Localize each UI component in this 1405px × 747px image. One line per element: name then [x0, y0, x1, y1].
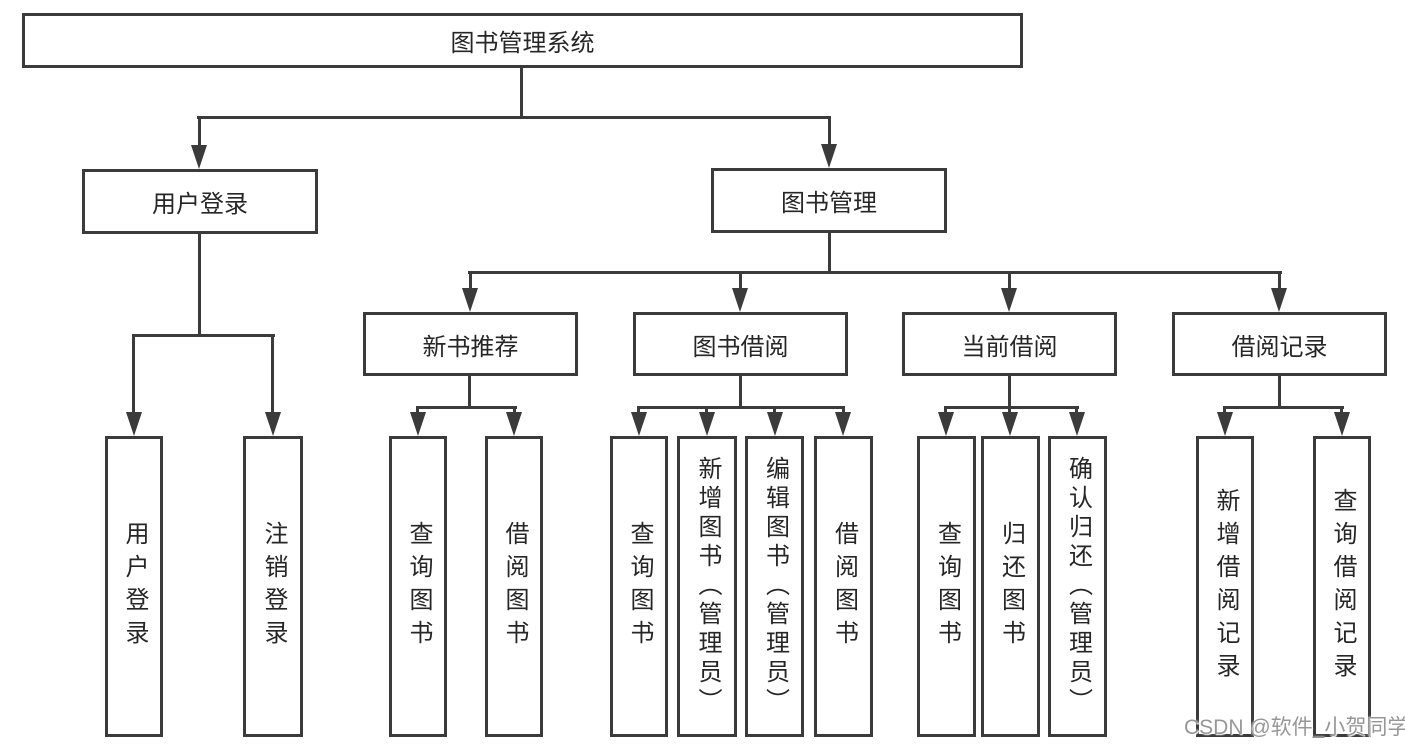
connector-drop-current-borrowing [1008, 273, 1011, 290]
connector-level2-bus [468, 271, 1282, 274]
arrow-to-leaf-query-2 [631, 412, 647, 436]
connector-level1-bus [197, 116, 831, 119]
node-borrowing-records: 借阅记录 [1172, 312, 1387, 376]
leaf-query-books-borrowing: 查询图书 [610, 436, 668, 737]
arrow-to-leaf-edit-book [767, 412, 783, 436]
connector-drop-new-book [469, 273, 472, 290]
leaf-query-borrow-record: 查询借阅记录 [1313, 436, 1371, 737]
leaf-add-borrow-record: 新增借阅记录 [1196, 436, 1254, 737]
connector-new-book-trunk [468, 375, 471, 409]
leaf-add-book-admin: 新增图书（管理员） [677, 436, 737, 737]
arrow-to-new-book [462, 288, 478, 312]
leaf-confirm-return-admin: 确认归还（管理员） [1048, 436, 1107, 737]
arrow-to-leaf-query-3 [938, 412, 954, 436]
connector-book-management-trunk [828, 232, 831, 274]
leaf-borrow-books-borrowing: 借阅图书 [814, 436, 873, 737]
connector-drop-leaf-logout [271, 336, 274, 414]
leaf-return-books: 归还图书 [981, 436, 1040, 737]
connector-root-trunk [520, 67, 523, 118]
node-user-login: 用户登录 [82, 169, 318, 234]
connector-current-borrowing-bus [944, 406, 1079, 409]
arrow-to-user-login [191, 145, 207, 169]
leaf-query-books-recommend: 查询图书 [389, 436, 447, 737]
connector-book-borrowing-trunk [739, 375, 742, 409]
connector-borrowing-records-trunk [1278, 375, 1281, 409]
arrow-to-leaf-confirm-return [1069, 412, 1085, 436]
arrow-to-leaf-add-book [699, 412, 715, 436]
leaf-user-login: 用户登录 [105, 436, 163, 737]
connector-user-login-trunk [198, 233, 201, 336]
node-new-book-recommendation: 新书推荐 [363, 312, 578, 376]
arrow-to-leaf-user-login [126, 412, 142, 436]
node-current-borrowing: 当前借阅 [902, 312, 1117, 376]
arrow-to-book-management [821, 144, 837, 168]
arrow-to-leaf-logout [265, 412, 281, 436]
arrow-to-leaf-query-1 [410, 412, 426, 436]
arrow-to-leaf-add-record [1217, 412, 1233, 436]
node-book-borrowing: 图书借阅 [633, 312, 848, 376]
connector-drop-borrowing-records [1278, 273, 1281, 290]
arrow-to-book-borrowing [732, 288, 748, 312]
connector-user-login-bus [132, 334, 275, 337]
connector-drop-user-login [198, 118, 201, 148]
arrow-to-leaf-borrow-2 [835, 412, 851, 436]
connector-book-borrowing-bus [637, 406, 845, 409]
connector-drop-book-management [828, 118, 831, 146]
node-library-management-system: 图书管理系统 [22, 13, 1023, 68]
connector-borrowing-records-bus [1223, 406, 1344, 409]
arrow-to-leaf-return [1002, 412, 1018, 436]
leaf-borrow-books-recommend: 借阅图书 [485, 436, 543, 737]
arrow-to-borrowing-records [1271, 288, 1287, 312]
arrow-to-leaf-borrow-1 [506, 412, 522, 436]
leaf-query-books-current: 查询图书 [917, 436, 976, 737]
arrow-to-leaf-query-record [1334, 412, 1350, 436]
connector-current-borrowing-trunk [1008, 375, 1011, 409]
leaf-edit-book-admin: 编辑图书（管理员） [745, 436, 804, 737]
connector-drop-book-borrowing [739, 273, 742, 290]
arrow-to-current-borrowing [1001, 288, 1017, 312]
csdn-watermark: CSDN @软件_小贺同学 [1184, 716, 1405, 739]
connector-drop-leaf-user-login [132, 336, 135, 414]
leaf-logout: 注销登录 [243, 436, 303, 737]
connector-new-book-bus [416, 406, 517, 409]
node-book-management: 图书管理 [711, 168, 947, 233]
